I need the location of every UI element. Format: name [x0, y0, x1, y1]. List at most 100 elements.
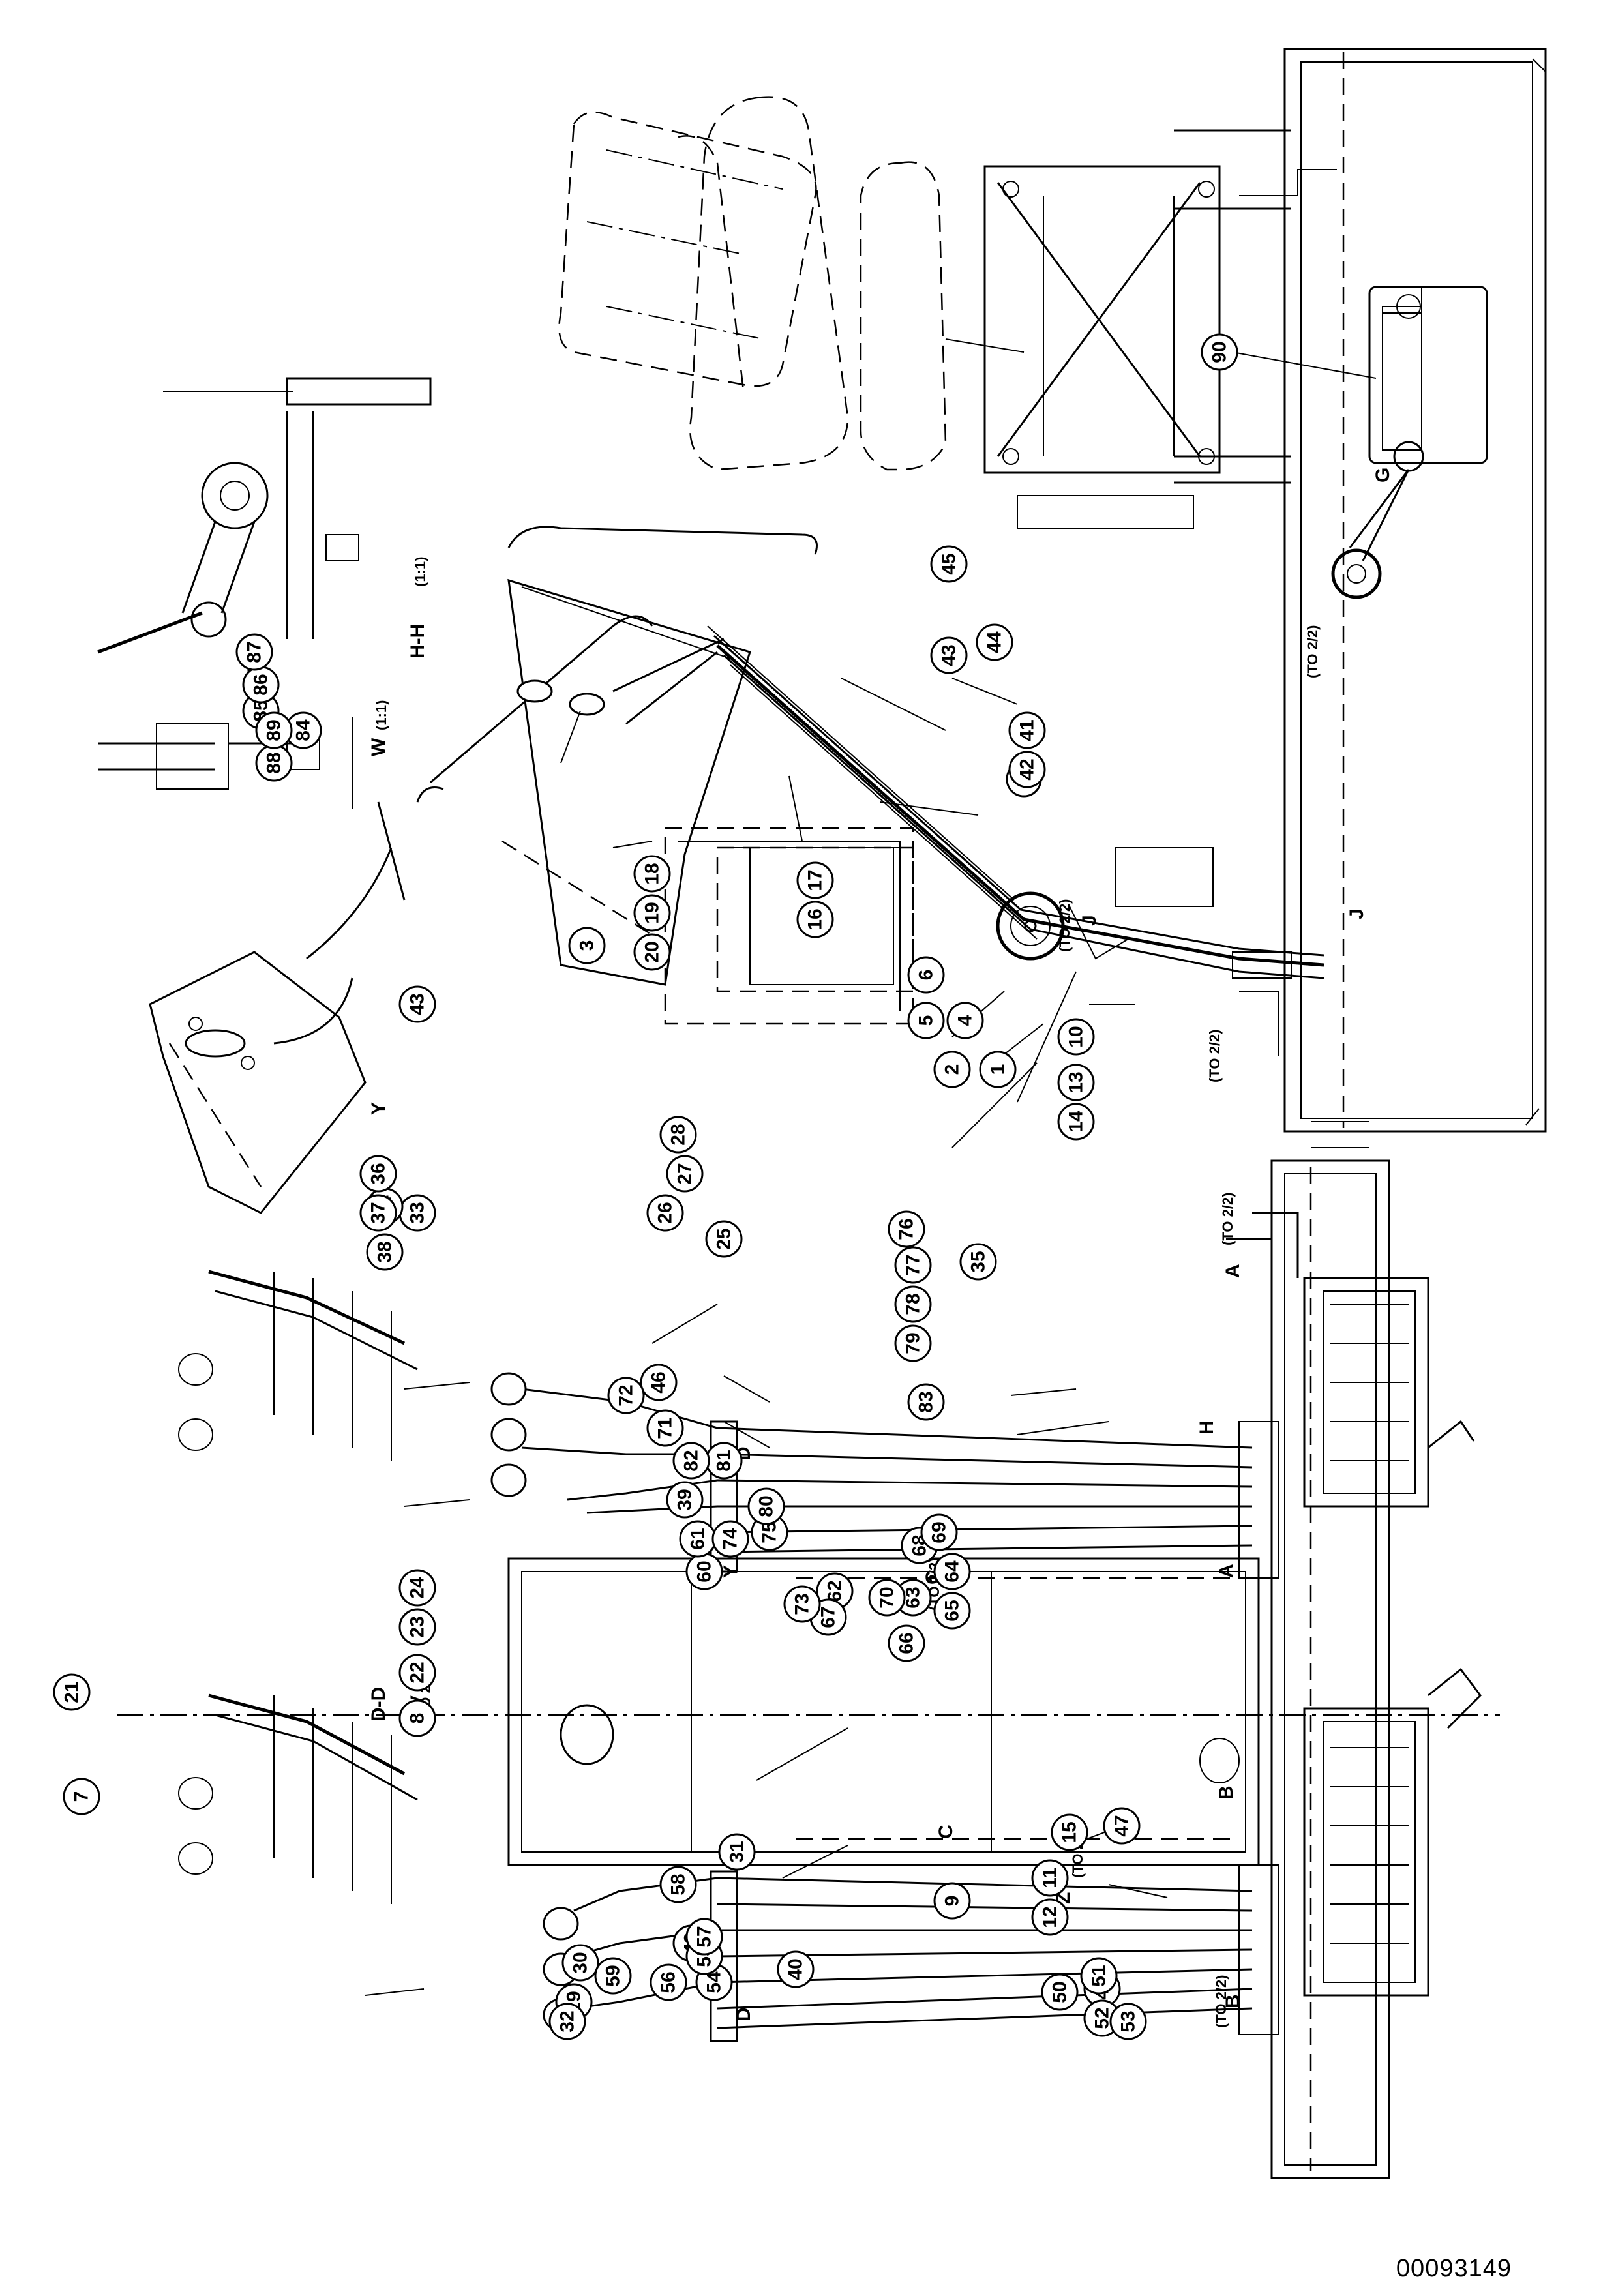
- callout-circle: [976, 623, 1013, 661]
- callout-circle: [646, 1194, 684, 1232]
- callout-circle: [255, 711, 293, 749]
- callout-38: 38: [366, 1233, 404, 1271]
- callout-circle: [888, 1624, 925, 1662]
- callout-9: 9: [933, 1882, 971, 1920]
- callout-28: 28: [659, 1116, 697, 1154]
- callout-86: 86: [242, 666, 280, 704]
- callout-number: 37: [368, 1202, 389, 1223]
- callout-65: 65: [933, 1592, 971, 1630]
- callout-circle: [633, 894, 671, 932]
- callout-45: 45: [930, 545, 968, 583]
- callout-number: 27: [674, 1163, 696, 1184]
- section-marker-a-lower: A: [1216, 1564, 1237, 1578]
- callout-number: 45: [938, 553, 960, 574]
- callout-56: 56: [650, 1963, 687, 2001]
- callout-circle: [894, 1246, 932, 1284]
- callout-24: 24: [398, 1569, 436, 1607]
- section-marker-d-lower: D: [733, 2007, 755, 2021]
- callout-number: 51: [1088, 1965, 1110, 1986]
- callout-61: 61: [679, 1520, 717, 1558]
- callout-number: 66: [896, 1632, 918, 1654]
- callout-7: 7: [63, 1778, 100, 1815]
- callout-circle: [747, 1487, 785, 1525]
- callout-39: 39: [666, 1481, 704, 1519]
- callout-circle: [1057, 1018, 1095, 1056]
- callout-77: 77: [894, 1246, 932, 1284]
- callout-number: 10: [1066, 1026, 1087, 1047]
- callout-circle: [594, 1957, 632, 1995]
- callout-number: 23: [407, 1616, 428, 1637]
- callout-circle: [933, 1553, 971, 1590]
- callout-number: 79: [903, 1332, 924, 1354]
- section-marker-c-lower: C: [935, 1825, 957, 1839]
- callout-number: 65: [942, 1600, 963, 1621]
- callout-32: 32: [548, 2003, 586, 2040]
- sheet-ref-7: (TO 2/2): [1219, 1192, 1236, 1245]
- callout-number: 57: [694, 1926, 715, 1947]
- callout-number: 82: [681, 1450, 702, 1471]
- view-label-hh-scale: (1:1): [412, 557, 428, 587]
- callout-number: 64: [942, 1560, 963, 1583]
- detail-views: [97, 377, 432, 1904]
- callout-number: 81: [713, 1450, 735, 1471]
- callout-number: 78: [903, 1293, 924, 1315]
- callout-circle: [607, 1377, 645, 1414]
- callout-26: 26: [646, 1194, 684, 1232]
- front-view-assembly: [117, 1159, 1500, 2179]
- callout-number: 19: [642, 902, 663, 923]
- callout-78: 78: [894, 1285, 932, 1323]
- callout-6: 6: [907, 956, 945, 994]
- callout-37: 37: [359, 1194, 397, 1232]
- callout-41: 41: [1008, 711, 1046, 749]
- callout-58: 58: [659, 1866, 697, 1903]
- callout-number: 44: [984, 631, 1006, 653]
- callout-number: 12: [1040, 1906, 1061, 1928]
- callout-89: 89: [255, 711, 293, 749]
- section-marker-h: H: [1196, 1420, 1218, 1435]
- callout-18: 18: [633, 855, 671, 893]
- callout-circle: [359, 1194, 397, 1232]
- callout-number: 87: [244, 641, 265, 663]
- callout-14: 14: [1057, 1103, 1095, 1141]
- callout-46: 46: [640, 1364, 678, 1401]
- callout-circle: [888, 1210, 925, 1248]
- callout-number: 61: [687, 1528, 709, 1549]
- callout-number: 83: [916, 1391, 937, 1412]
- callout-circle: [235, 633, 273, 671]
- side-view-assembly: [416, 48, 1547, 1148]
- callout-number: 39: [674, 1489, 696, 1510]
- callout-number: 53: [1118, 2010, 1139, 2032]
- callout-50: 50: [1041, 1973, 1079, 2011]
- callout-circle: [1041, 1973, 1079, 2011]
- callout-circle: [907, 1002, 945, 1039]
- callout-number: 84: [293, 719, 314, 741]
- callout-circle: [907, 1383, 945, 1421]
- callout-number: 80: [756, 1495, 777, 1517]
- callout-15: 15: [1051, 1813, 1088, 1851]
- callout-number: 21: [61, 1681, 83, 1703]
- callout-circle: [907, 956, 945, 994]
- callout-number: 15: [1059, 1821, 1081, 1843]
- callout-20: 20: [633, 933, 671, 971]
- callout-number: 69: [929, 1521, 950, 1543]
- callout-number: 86: [250, 674, 272, 695]
- callout-circle: [659, 1866, 697, 1903]
- callout-number: 46: [648, 1371, 670, 1393]
- callout-11: 11: [1031, 1859, 1069, 1897]
- sheet-ref-2: (TO 2/2): [1056, 899, 1073, 952]
- callout-69: 69: [920, 1513, 958, 1551]
- callout-number: 74: [720, 1528, 741, 1550]
- view-label-w-scale: (1:1): [373, 700, 389, 730]
- callout-circle: [1031, 1898, 1069, 1936]
- callout-81: 81: [705, 1442, 743, 1480]
- callout-74: 74: [711, 1520, 749, 1558]
- callout-number: 43: [938, 644, 960, 666]
- callout-number: 89: [263, 719, 285, 741]
- callout-circle: [979, 1051, 1017, 1088]
- callout-circle: [63, 1778, 100, 1815]
- callout-number: 3: [576, 940, 598, 951]
- callout-88: 88: [255, 744, 293, 782]
- callout-circle: [920, 1513, 958, 1551]
- callout-circle: [1057, 1103, 1095, 1141]
- callout-circle: [933, 1051, 971, 1088]
